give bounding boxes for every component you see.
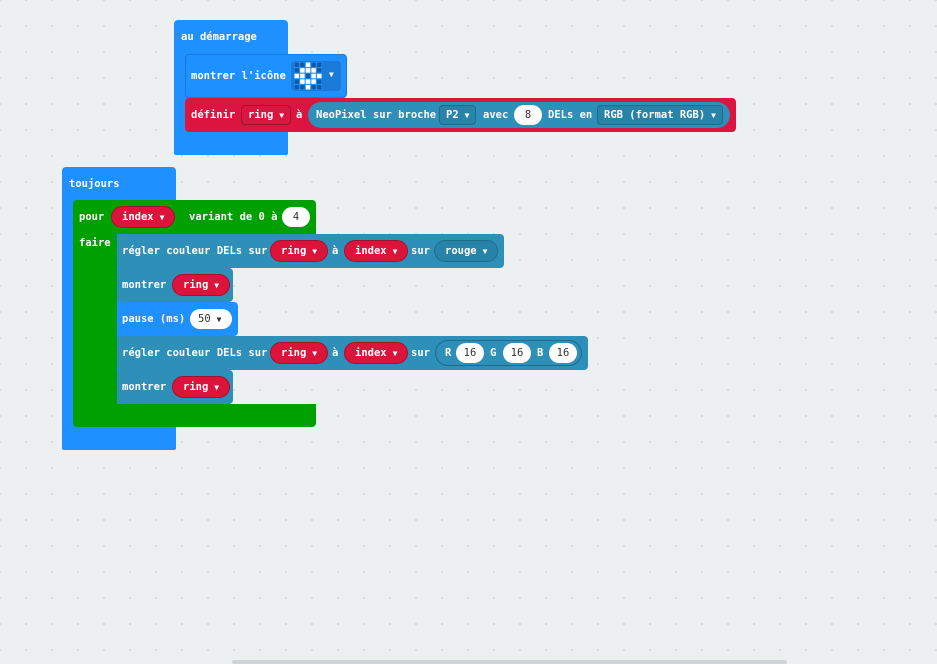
color-dropdown[interactable]: rouge▼ — [434, 240, 499, 262]
set-pixel-label: régler couleur DELs sur — [122, 245, 268, 257]
g-label: G — [490, 347, 497, 359]
chevron-down-icon: ▼ — [214, 280, 220, 290]
loop-variable-index[interactable]: index▼ — [111, 206, 176, 228]
small-diamond-icon — [294, 62, 322, 90]
index-variable[interactable]: index▼ — [344, 240, 409, 262]
pause-value-dropdown[interactable]: 50▼ — [190, 309, 232, 329]
show-icon-label: montrer l'icône — [191, 70, 286, 82]
strip-variable-ring[interactable]: ring▼ — [270, 342, 329, 364]
show-label: montrer — [122, 279, 167, 291]
chevron-down-icon: ▼ — [464, 110, 470, 120]
pause-label: pause (ms) — [122, 313, 186, 325]
strip-variable-ring[interactable]: ring▼ — [270, 240, 329, 262]
set-pixel-rgb-block[interactable]: régler couleur DELs sur ring▼ à index▼ s… — [117, 336, 588, 370]
strip-variable-ring[interactable]: ring▼ — [172, 274, 231, 296]
set-variable-block[interactable]: définir ring▼ à NeoPixel sur broche P2▼ … — [185, 98, 736, 132]
set-label: définir — [191, 109, 236, 121]
at-label: à — [332, 347, 339, 359]
pause-block[interactable]: pause (ms) 50▼ — [117, 302, 238, 336]
chevron-down-icon: ▼ — [159, 212, 165, 222]
show-strip-block[interactable]: montrer ring▼ — [117, 370, 233, 404]
index-variable[interactable]: index▼ — [344, 342, 409, 364]
chevron-down-icon: ▼ — [392, 246, 398, 256]
set-pixel-label: régler couleur DELs sur — [122, 347, 268, 359]
horizontal-scrollbar[interactable] — [232, 660, 787, 664]
set-pixel-color-block[interactable]: régler couleur DELs sur ring▼ à index▼ s… — [117, 234, 504, 268]
leds-mode-label: DELs en — [548, 109, 593, 121]
show-strip-block[interactable]: montrer ring▼ — [117, 268, 233, 302]
green-value-input[interactable]: 16 — [503, 343, 531, 363]
on-label: sur — [411, 347, 430, 359]
led-count-input[interactable]: 8 — [514, 105, 542, 125]
r-label: R — [445, 347, 452, 359]
blue-value-input[interactable]: 16 — [549, 343, 577, 363]
for-label: pour — [79, 211, 105, 223]
chevron-down-icon: ▼ — [392, 348, 398, 358]
for-loop-block[interactable]: pour index▼ variant de 0 à 4 faire — [73, 200, 316, 427]
chevron-down-icon: ▼ — [312, 246, 318, 256]
to-label: à — [296, 109, 303, 121]
pin-dropdown[interactable]: P2▼ — [439, 105, 477, 125]
chevron-down-icon: ▼ — [279, 110, 285, 120]
show-label: montrer — [122, 381, 167, 393]
icon-picker-dropdown[interactable]: ▼ — [291, 61, 341, 91]
chevron-down-icon: ▼ — [711, 110, 716, 120]
on-label: sur — [411, 245, 430, 257]
on-start-label: au démarrage — [181, 31, 257, 43]
do-label: faire — [79, 237, 111, 249]
chevron-down-icon: ▼ — [312, 348, 318, 358]
neopixel-label: NeoPixel sur broche — [316, 109, 437, 121]
b-label: B — [537, 347, 544, 359]
variable-dropdown-ring[interactable]: ring▼ — [241, 105, 292, 125]
range-label: variant de 0 à — [189, 211, 278, 223]
chevron-down-icon: ▼ — [482, 246, 488, 256]
chevron-down-icon: ▼ — [329, 70, 334, 79]
forever-label: toujours — [69, 178, 120, 190]
at-label: à — [332, 245, 339, 257]
strip-variable-ring[interactable]: ring▼ — [172, 376, 231, 398]
show-icon-block[interactable]: montrer l'icône ▼ — [185, 54, 347, 98]
with-label: avec — [483, 109, 509, 121]
chevron-down-icon: ▼ — [216, 314, 222, 324]
loop-max-input[interactable]: 4 — [282, 207, 310, 227]
red-value-input[interactable]: 16 — [456, 343, 484, 363]
mode-dropdown[interactable]: RGB (format RGB)▼ — [597, 105, 723, 125]
chevron-down-icon: ▼ — [214, 382, 220, 392]
